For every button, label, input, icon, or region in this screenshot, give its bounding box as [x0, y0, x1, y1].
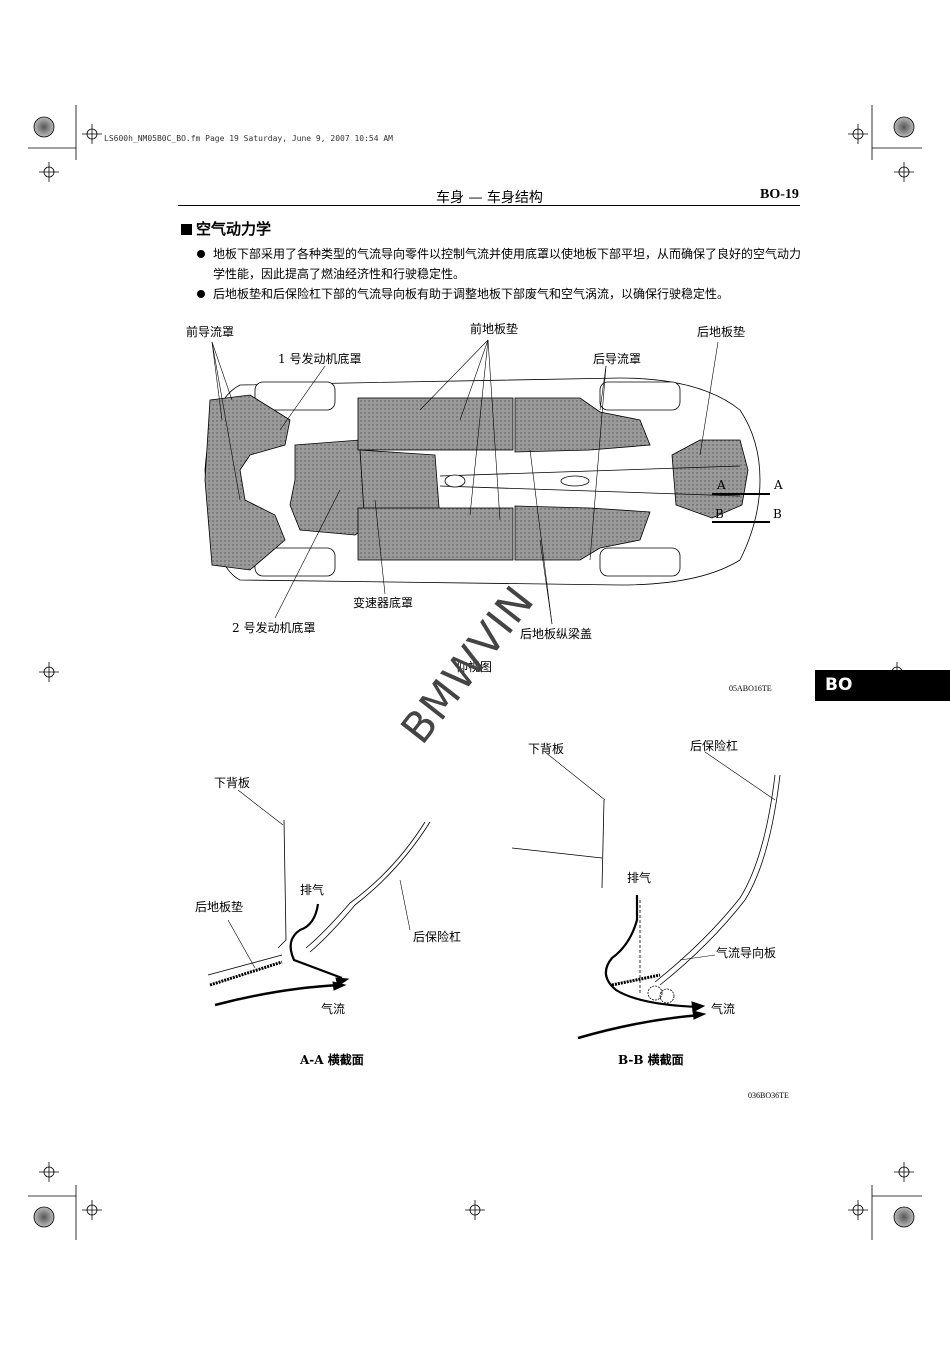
section-aa: [207, 789, 431, 1007]
label-front-floor-mat: 前地板垫: [470, 322, 519, 336]
figure-code-1: 05ABO16TE: [729, 684, 772, 693]
label-bb-airflow: 气流: [711, 1002, 736, 1016]
section-bb: [511, 751, 781, 1040]
bullet-text: 后地板垫和后保险杠下部的气流导向板有助于调整地板下部废气和空气涡流，以确保行驶稳…: [213, 287, 730, 301]
label-aa-lower-back-panel: 下背板: [214, 776, 251, 790]
figure-code-2: 036BO36TE: [748, 1091, 789, 1100]
header-title: 车身 — 车身结构: [436, 190, 543, 206]
header-rule: [178, 205, 800, 206]
label-rear-side-member-cover: 后地板纵梁盖: [520, 627, 593, 641]
label-bb-exhaust: 排气: [627, 871, 652, 885]
label-section-b-left: B: [715, 507, 724, 521]
label-bb-rear-bumper: 后保险杠: [690, 739, 739, 753]
label-bb-air-guide: 气流导向板: [716, 946, 777, 960]
bullet-dot-icon: [197, 290, 205, 298]
square-bullet-icon: [181, 224, 192, 235]
registration-marks: [28, 105, 922, 1240]
section-title-text: 空气动力学: [196, 220, 272, 238]
label-bb-lower-back-panel: 下背板: [528, 742, 565, 756]
section-title: 空气动力学: [181, 218, 271, 239]
label-section-a-left: A: [717, 478, 726, 492]
bullet-text: 地板下部采用了各种类型的气流导向零件以控制气流并使用底罩以使地板下部平坦，从而确…: [213, 247, 802, 281]
print-info-line: LS600h_NM05B0C_BO.fm Page 19 Saturday, J…: [104, 134, 393, 143]
label-section-b-right: B: [773, 507, 782, 521]
label-rear-floor-mat: 后地板垫: [697, 325, 746, 339]
label-section-a-right: A: [774, 478, 783, 492]
underbody-diagram: [204, 377, 770, 586]
bullet-item: 后地板垫和后保险杠下部的气流导向板有助于调整地板下部废气和空气涡流，以确保行驶稳…: [197, 284, 807, 304]
caption-aa: A-A 横截面: [300, 1053, 364, 1067]
label-transmission-cover: 变速器底罩: [353, 596, 414, 610]
label-aa-airflow: 气流: [321, 1002, 346, 1016]
caption-bb: B-B 横截面: [618, 1053, 684, 1067]
label-aa-rear-bumper: 后保险杠: [413, 930, 462, 944]
section-tab-bo: BO: [815, 670, 950, 701]
leader-lines: [211, 339, 719, 625]
header-page-number: BO-19: [760, 187, 799, 202]
label-aa-rear-floor-mat: 后地板垫: [195, 900, 244, 914]
bullet-dot-icon: [197, 250, 205, 258]
label-bottom-view: 仰视图: [456, 660, 493, 674]
label-rear-spoiler: 后导流罩: [593, 352, 642, 366]
label-engine-cover-1: 1 号发动机底罩: [278, 352, 362, 366]
bullet-item: 地板下部采用了各种类型的气流导向零件以控制气流并使用底罩以使地板下部平坦，从而确…: [197, 244, 807, 284]
label-front-spoiler: 前导流罩: [186, 325, 235, 339]
label-aa-exhaust: 排气: [300, 883, 325, 897]
label-engine-cover-2: 2 号发动机底罩: [232, 621, 316, 635]
